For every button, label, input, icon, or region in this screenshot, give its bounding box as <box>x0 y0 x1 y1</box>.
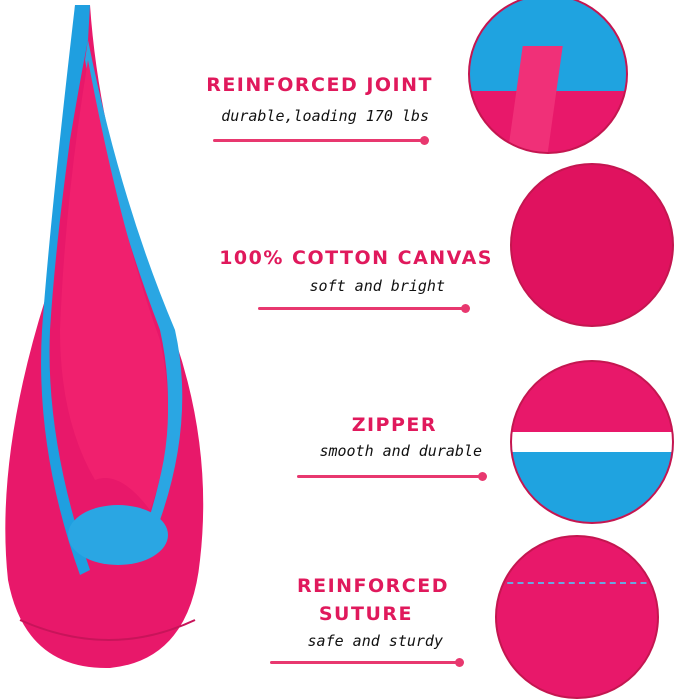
feature-subtitle: safe and sturdy <box>307 632 443 650</box>
feature-title: REINFORCED JOINT <box>206 74 433 96</box>
canvas-detail-image <box>510 163 674 327</box>
feature-title: 100% COTTON CANVAS <box>219 247 493 269</box>
suture-detail-image <box>495 535 659 699</box>
joint-detail-image <box>468 0 628 154</box>
hammock-pod-image <box>5 5 204 669</box>
feature-subtitle: smooth and durable <box>319 442 482 460</box>
feature-title: ZIPPER <box>351 414 437 436</box>
divider-line <box>297 472 487 481</box>
feature-subtitle: soft and bright <box>309 277 445 295</box>
feature-title: SUTURE <box>318 603 413 625</box>
divider-line <box>213 136 429 145</box>
divider-line <box>258 304 470 313</box>
feature-title: REINFORCED <box>296 575 449 597</box>
feature-subtitle: durable,loading 170 lbs <box>221 107 429 125</box>
zipper-detail-image <box>510 360 674 524</box>
divider-line <box>270 658 464 667</box>
